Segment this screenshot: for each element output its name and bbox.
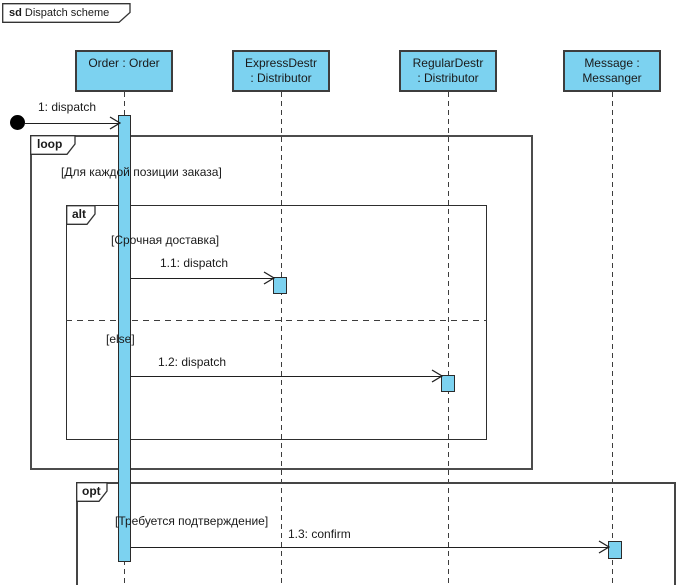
diagram-title: sd Dispatch scheme	[2, 3, 131, 23]
lifeline-regular	[448, 92, 449, 585]
lifeline-head-order: Order : Order	[75, 50, 173, 92]
message-line-1	[25, 116, 122, 130]
message-label-1-2: 1.2: dispatch	[158, 355, 227, 369]
pentagon-shape	[76, 482, 108, 502]
pentagon-shape	[30, 135, 76, 155]
opt-fragment	[76, 482, 676, 585]
alt-guard: [Срочная доставка]	[111, 233, 220, 247]
opt-operator-badge: opt	[76, 482, 108, 502]
open-arrowhead-icon	[598, 540, 611, 554]
activation-message	[608, 541, 622, 559]
open-arrowhead-icon	[263, 271, 276, 285]
lifeline-head-express: ExpressDestr : Distributor	[232, 50, 330, 92]
open-arrowhead-icon	[431, 369, 444, 383]
lifeline-express	[281, 92, 282, 585]
lifeline-head-message: Message : Messanger	[563, 50, 661, 92]
lifeline-label: : Distributor	[250, 71, 312, 85]
diagram-title-text: Dispatch scheme	[24, 7, 110, 19]
sd-keyword: sd	[9, 7, 22, 19]
message-label-1: 1: dispatch	[38, 100, 97, 114]
lifeline-label: ExpressDestr	[244, 56, 318, 70]
message-line-1-1	[131, 271, 276, 285]
lifeline-head-regular: RegularDestr : Distributor	[399, 50, 497, 92]
loop-fragment	[30, 135, 533, 470]
opt-operator-label: opt	[82, 484, 101, 498]
lifeline-label: Messanger	[582, 71, 642, 85]
alt-operator-badge: alt	[66, 205, 96, 225]
open-arrowhead-icon	[109, 116, 122, 130]
pentagon-shape	[66, 205, 96, 225]
lifeline-message	[612, 92, 613, 585]
opt-guard: [Требуется подтверждение]	[115, 514, 269, 528]
alt-else-separator	[66, 320, 487, 321]
message-label-1-1: 1.1: dispatch	[160, 256, 229, 270]
alt-operator-label: alt	[72, 207, 87, 221]
lifeline-label: : Distributor	[417, 71, 479, 85]
loop-operator-label: loop	[37, 137, 63, 151]
activation-regular	[441, 375, 455, 392]
lifeline-label: RegularDestr	[412, 56, 484, 70]
activation-express	[273, 277, 287, 294]
message-line-1-3	[131, 540, 611, 554]
message-line-1-2	[131, 369, 444, 383]
loop-guard: [Для каждой позиции заказа]	[61, 165, 222, 179]
lifeline-label: Order : Order	[88, 56, 160, 70]
lifeline-label: Message :	[584, 56, 640, 70]
alt-fragment	[66, 205, 487, 440]
loop-operator-badge: loop	[30, 135, 76, 155]
else-guard: [else]	[106, 332, 135, 346]
found-message-circle-icon	[10, 115, 25, 130]
frame-title-tab: sd Dispatch scheme	[2, 3, 131, 23]
activation-order	[118, 115, 131, 562]
message-label-1-3: 1.3: confirm	[288, 527, 351, 541]
pentagon-shape	[2, 3, 131, 23]
